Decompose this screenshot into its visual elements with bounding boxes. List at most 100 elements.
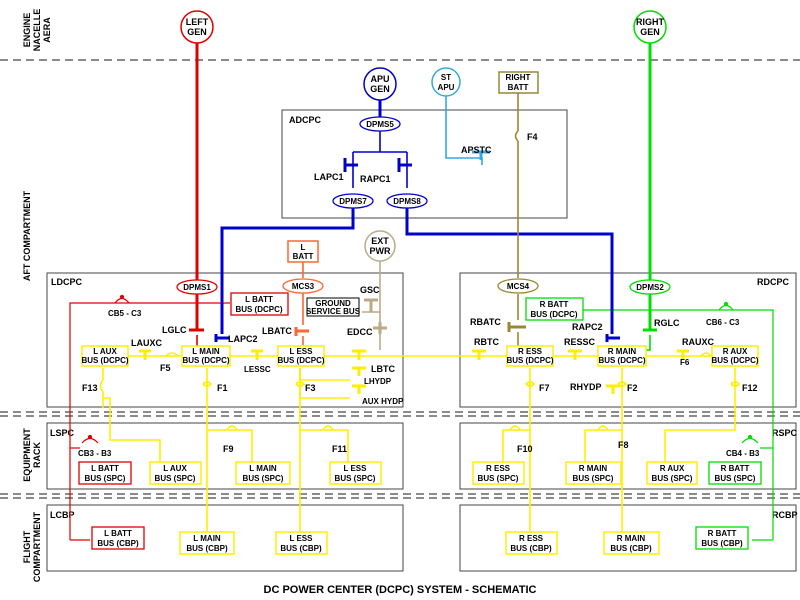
dpms2: DPMS2	[629, 279, 671, 295]
apu-wiring	[214, 95, 620, 342]
bus-r-ess-dcpc: R ESS BUS (DCPC)	[506, 345, 554, 367]
ext-pwr-wiring	[362, 260, 387, 350]
panel-label-rspc: RSPC	[772, 428, 798, 438]
panel-rcbp	[459, 504, 797, 572]
right-gen-wiring	[583, 42, 774, 541]
label-lapc2: LAPC2	[228, 334, 258, 344]
svg-text:L ESS: L ESS	[290, 347, 314, 356]
svg-text:BUS (DCPC): BUS (DCPC)	[598, 356, 645, 365]
panel-label-rdcpc: RDCPC	[757, 277, 790, 287]
svg-text:L: L	[301, 243, 306, 252]
label-rglc: RGLC	[654, 318, 680, 328]
svg-text:BUS (CBP): BUS (CBP)	[186, 544, 228, 553]
label-lbatc: LBATC	[262, 326, 292, 336]
svg-text:R AUX: R AUX	[660, 464, 685, 473]
svg-text:F12: F12	[742, 383, 758, 393]
svg-text:BUS (DCPC): BUS (DCPC)	[530, 310, 577, 319]
svg-text:DPMS7: DPMS7	[339, 197, 367, 206]
svg-text:MCS3: MCS3	[292, 282, 315, 291]
label-cb6: CB6 - C3	[706, 318, 740, 327]
section-dividers	[0, 59, 800, 499]
right-batt: RIGHT BATT	[498, 71, 539, 94]
label-cb4: CB4 - B3	[726, 449, 760, 458]
label-rhydp: RHYDP	[570, 382, 602, 392]
svg-text:F10: F10	[517, 444, 533, 454]
section-label-aft: AFT COMPARTMENT	[22, 190, 32, 281]
svg-text:R MAIN: R MAIN	[608, 347, 637, 356]
svg-text:R MAIN: R MAIN	[579, 464, 608, 473]
panel-label-lcbp: LCBP	[50, 510, 75, 520]
svg-text:BUS (DCPC): BUS (DCPC)	[81, 356, 128, 365]
panel-label-lspc: LSPC	[50, 428, 75, 438]
bus-r-main-cbp: R MAIN BUS (CBP)	[603, 531, 660, 555]
bus-l-main-cbp: L MAIN BUS (CBP)	[179, 531, 235, 555]
breaker-cb5	[114, 294, 130, 304]
svg-text:BUS (SPC): BUS (SPC)	[573, 474, 614, 483]
svg-text:F9: F9	[223, 444, 234, 454]
label-apstc: APSTC	[461, 145, 492, 155]
svg-text:F1: F1	[217, 383, 228, 393]
svg-text:DPMS1: DPMS1	[183, 283, 211, 292]
svg-text:L AUX: L AUX	[93, 347, 117, 356]
svg-text:PWR: PWR	[370, 246, 391, 256]
svg-text:L MAIN: L MAIN	[192, 347, 220, 356]
bus-ground-service: GROUND SERVICE BUS	[306, 297, 361, 317]
bus-r-aux-dcpc: R AUX BUS (DCPC)	[711, 345, 759, 367]
svg-text:R AUX: R AUX	[723, 347, 748, 356]
svg-text:MCS4: MCS4	[507, 282, 530, 291]
svg-text:BUS (SPC): BUS (SPC)	[652, 474, 693, 483]
svg-text:ST: ST	[441, 73, 451, 82]
l-batt-wiring	[294, 262, 309, 345]
svg-text:F13: F13	[82, 383, 98, 393]
label-cb5: CB5 - C3	[108, 309, 142, 318]
svg-text:BUS (DCPC): BUS (DCPC)	[711, 356, 758, 365]
svg-text:BUS (CBP): BUS (CBP)	[510, 544, 552, 553]
bus-r-aux-spc: R AUX BUS (SPC)	[646, 461, 698, 485]
bus-l-ess-dcpc: L ESS BUS (DCPC)	[277, 345, 325, 367]
mcs3: MCS3	[282, 278, 324, 294]
svg-text:BUS (SPC): BUS (SPC)	[478, 474, 519, 483]
bus-l-ess-spc: L ESS BUS (SPC)	[329, 461, 382, 485]
svg-text:BATT: BATT	[508, 83, 529, 92]
svg-text:L BATT: L BATT	[245, 295, 273, 304]
label-rbtc: RBTC	[474, 337, 499, 347]
bus-l-batt-cbp: L BATT BUS (CBP)	[91, 526, 145, 550]
label-gsc: GSC	[360, 285, 380, 295]
bus-r-batt-dcpc: R BATT BUS (DCPC)	[525, 297, 584, 321]
label-rapc2: RAPC2	[572, 322, 603, 332]
svg-text:EXT: EXT	[371, 236, 389, 246]
svg-text:GEN: GEN	[640, 27, 660, 37]
panel-rdcpc	[459, 272, 797, 408]
bus-l-main-dcpc: L MAIN BUS (DCPC)	[181, 345, 231, 367]
svg-text:BUS (CBP): BUS (CBP)	[97, 539, 139, 548]
svg-text:BUS (CBP): BUS (CBP)	[701, 539, 743, 548]
svg-text:L ESS: L ESS	[290, 534, 314, 543]
svg-text:F4: F4	[527, 132, 538, 142]
svg-text:LEFT: LEFT	[186, 17, 209, 27]
label-edcc: EDCC	[347, 327, 373, 337]
svg-text:R ESS: R ESS	[518, 347, 543, 356]
svg-text:BATT: BATT	[293, 252, 314, 261]
svg-text:DPMS5: DPMS5	[366, 120, 394, 129]
label-rbatc: RBATC	[470, 317, 501, 327]
svg-text:F5: F5	[160, 363, 171, 373]
label-aux-hydp: AUX HYDP	[362, 397, 404, 406]
bus-r-main-dcpc: R MAIN BUS (DCPC)	[597, 345, 647, 367]
svg-text:L AUX: L AUX	[163, 464, 187, 473]
svg-text:F11: F11	[332, 444, 347, 454]
svg-text:BUS (DCPC): BUS (DCPC)	[235, 305, 282, 314]
svg-text:L BATT: L BATT	[91, 464, 119, 473]
label-rauxc: RAUXC	[682, 337, 715, 347]
svg-text:BUS (DCPC): BUS (DCPC)	[277, 356, 324, 365]
svg-text:SERVICE BUS: SERVICE BUS	[306, 307, 361, 316]
bus-l-aux-spc: L AUX BUS (SPC)	[149, 461, 202, 485]
svg-text:R BATT: R BATT	[708, 529, 737, 538]
svg-text:BUS (CBP): BUS (CBP)	[280, 544, 322, 553]
section-label-equipment: EQUIPMENTRACK	[22, 428, 42, 482]
svg-text:L MAIN: L MAIN	[193, 534, 221, 543]
svg-text:F8: F8	[618, 440, 629, 450]
panel-ldcpc	[46, 272, 404, 408]
label-ressc: RESSC	[564, 337, 596, 347]
dpms7: DPMS7	[332, 193, 374, 209]
